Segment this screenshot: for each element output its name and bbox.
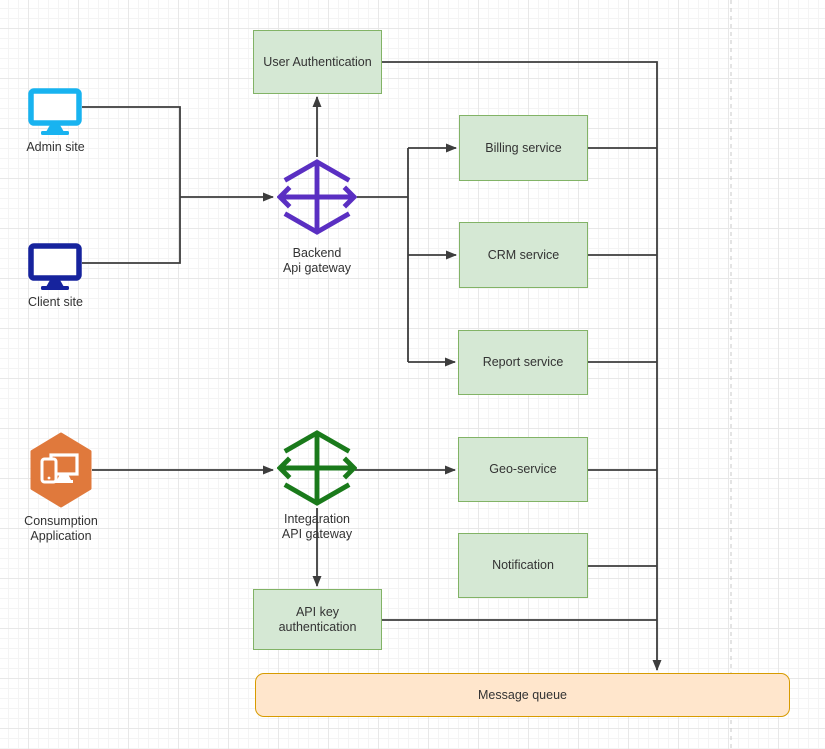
backend-api-gateway-label: Backend Api gateway: [282, 246, 352, 275]
node-user-authentication[interactable]: User Authentication: [253, 30, 382, 94]
node-consumption-application[interactable]: [29, 432, 93, 508]
node-admin-site[interactable]: [27, 87, 83, 136]
node-label: Report service: [482, 355, 564, 369]
node-label: Notification: [492, 558, 554, 572]
node-crm-service[interactable]: CRM service: [459, 222, 588, 288]
api-gateway-icon: [276, 430, 358, 506]
node-backend-api-gateway[interactable]: [276, 157, 358, 237]
node-label: Message queue: [478, 688, 567, 702]
node-integration-api-gateway[interactable]: [276, 428, 358, 508]
consumption-application-label: Consumption Application: [24, 514, 98, 543]
node-api-key-authentication[interactable]: API key authentication: [253, 589, 382, 650]
node-geo-service[interactable]: Geo-service: [458, 437, 588, 502]
hexagon-devices-icon: [30, 432, 92, 508]
node-billing-service[interactable]: Billing service: [459, 115, 588, 181]
monitor-icon: [28, 243, 82, 290]
monitor-icon: [28, 88, 82, 135]
admin-site-label: Admin site: [26, 140, 85, 154]
node-notification[interactable]: Notification: [458, 533, 588, 598]
edge-admin-client-junction[interactable]: [82, 106, 181, 264]
integration-api-gateway-label: Integaration API gateway: [281, 512, 353, 541]
node-label: Geo-service: [489, 462, 557, 476]
node-client-site[interactable]: [27, 242, 83, 291]
node-label: User Authentication: [263, 54, 372, 69]
api-gateway-icon: [276, 159, 358, 235]
client-site-label: Client site: [28, 295, 83, 309]
node-message-queue[interactable]: Message queue: [255, 673, 790, 717]
node-label: Billing service: [485, 140, 562, 155]
node-label: CRM service: [487, 247, 560, 262]
node-label: API key authentication: [278, 604, 357, 634]
node-report-service[interactable]: Report service: [458, 330, 588, 395]
edge-user-auth-to-message-queue[interactable]: [382, 61, 662, 671]
